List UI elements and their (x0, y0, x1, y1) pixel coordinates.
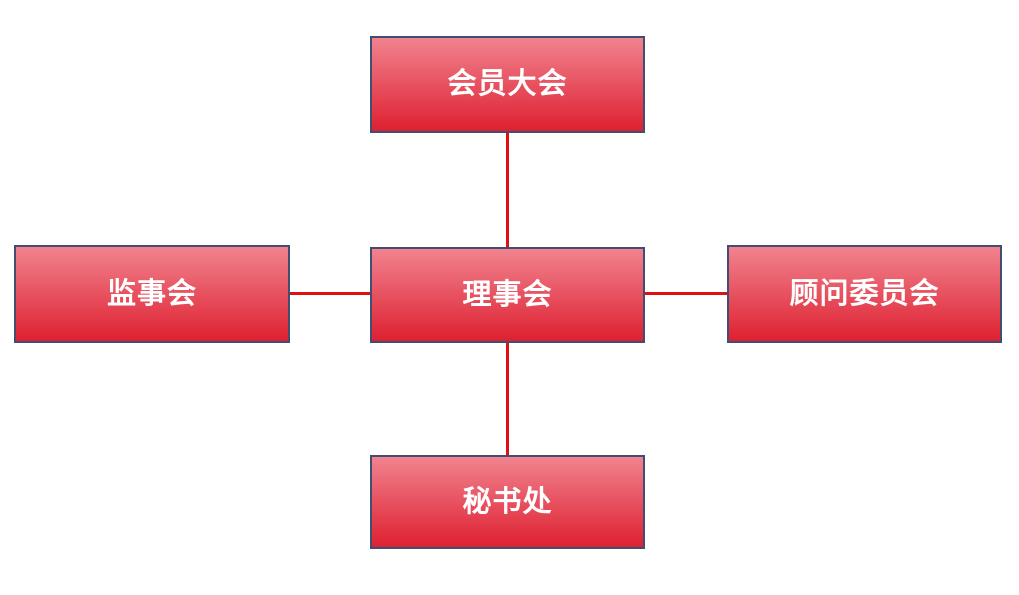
node-board-of-directors-label: 理事会 (462, 278, 553, 311)
connector-center-to-bottom (506, 343, 509, 455)
node-board-of-directors: 理事会 (370, 247, 645, 343)
node-advisory-committee-label: 顾问委员会 (789, 277, 940, 310)
node-advisory-committee: 顾问委员会 (727, 245, 1002, 343)
node-secretariat: 秘书处 (370, 455, 645, 549)
node-secretariat-label: 秘书处 (462, 485, 553, 518)
connector-left-to-center (290, 292, 370, 295)
node-member-assembly-label: 会员大会 (447, 68, 568, 100)
node-supervisory-board: 监事会 (14, 245, 290, 343)
connector-top-to-center (506, 133, 509, 247)
node-supervisory-board-label: 监事会 (106, 277, 197, 310)
node-member-assembly: 会员大会 (370, 36, 645, 133)
connector-center-to-right (645, 292, 727, 295)
